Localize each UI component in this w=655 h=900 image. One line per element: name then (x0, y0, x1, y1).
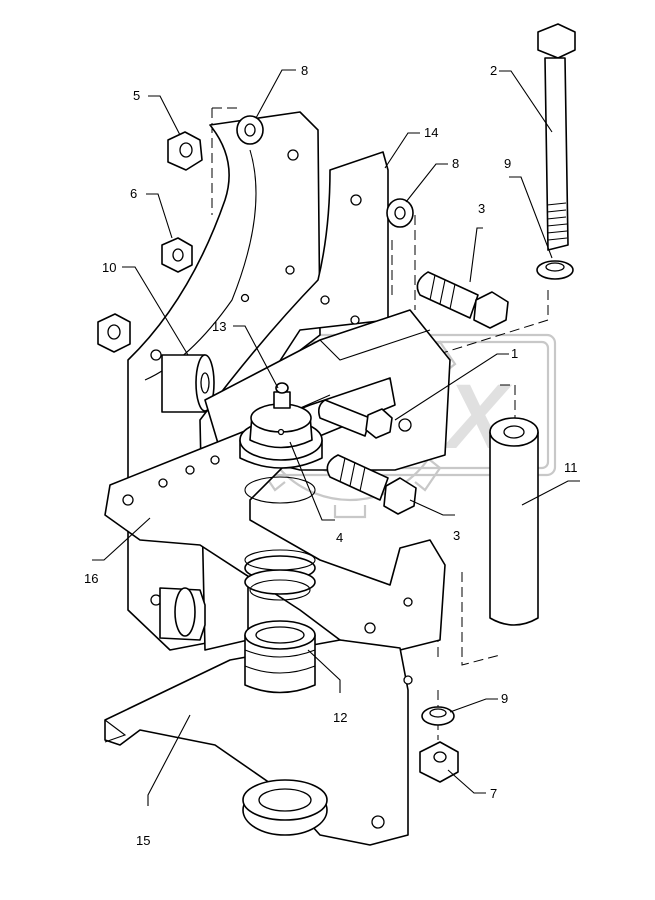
callout-8-lower: 8 (452, 156, 459, 171)
nut-5 (167, 131, 203, 171)
callout-7: 7 (490, 786, 497, 801)
callout-10: 10 (102, 260, 116, 275)
callout-9-lower: 9 (501, 691, 508, 706)
callout-4: 4 (336, 530, 343, 545)
bolt-3-upper (416, 271, 509, 329)
nut-7 (419, 741, 459, 783)
washer-8-lower (386, 198, 414, 228)
callout-13: 13 (212, 319, 226, 334)
callout-labels: 1 2 3 3 4 5 6 7 8 8 9 9 10 11 12 13 14 1… (84, 63, 578, 848)
lock-ring (242, 779, 328, 836)
callout-12: 12 (333, 710, 347, 725)
grease-nipple-13 (273, 382, 291, 409)
leader-lines (92, 69, 580, 806)
callout-9-upper: 9 (504, 156, 511, 171)
bolt-1 (318, 399, 393, 439)
callout-15: 15 (136, 833, 150, 848)
bolt-2 (537, 23, 576, 251)
bolt-3-lower (326, 454, 417, 515)
lock-washer-9-upper (536, 260, 574, 280)
callout-16: 16 (84, 571, 98, 586)
callout-6: 6 (130, 186, 137, 201)
callout-1: 1 (511, 346, 518, 361)
callout-2: 2 (490, 63, 497, 78)
callout-3-upper: 3 (478, 201, 485, 216)
arm-15 (104, 639, 413, 846)
arm-16 (104, 377, 446, 651)
callout-11: 11 (564, 460, 578, 475)
washer-8-upper (236, 115, 264, 145)
sleeve-11 (489, 417, 539, 626)
callout-3-lower: 3 (453, 528, 460, 543)
bushing-12-upper (244, 549, 316, 601)
lock-washer-9-lower (421, 706, 455, 726)
callout-5: 5 (133, 88, 140, 103)
nut-left (97, 313, 131, 353)
pivot-cap-4 (239, 403, 323, 504)
nut-6 (161, 237, 193, 273)
callout-8-upper: 8 (301, 63, 308, 78)
callout-14: 14 (424, 125, 438, 140)
bushing-12 (244, 620, 316, 694)
